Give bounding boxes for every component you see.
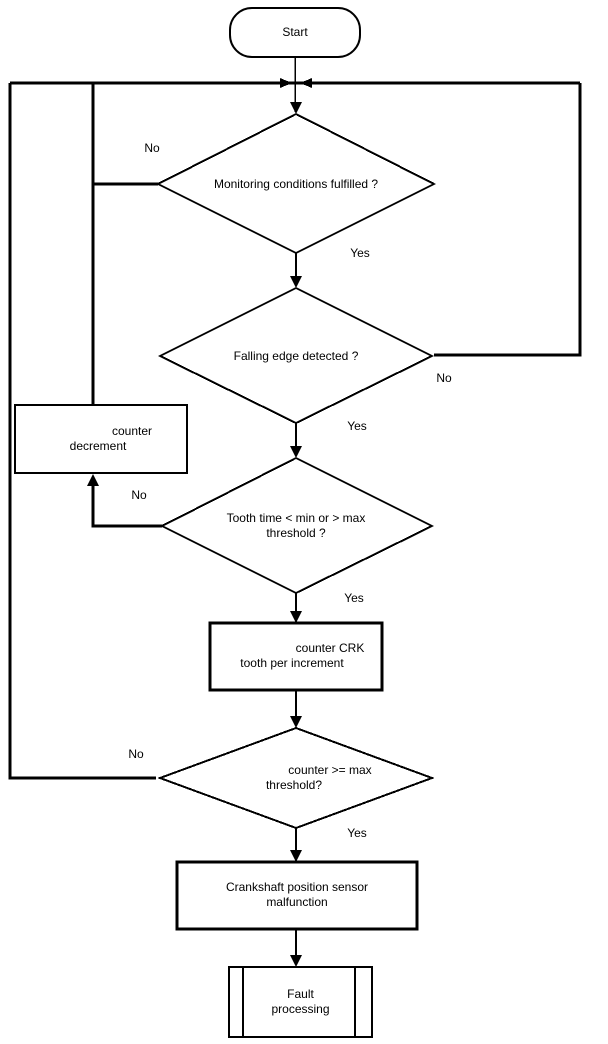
monitoring-conditions-text: Monitoring conditions fulfilled ? [213, 177, 379, 191]
arrowhead-into-fault-processing [290, 955, 302, 967]
tooth-time-line2: threshold ? [266, 526, 326, 540]
edge-counter-threshold-no-loop [8, 83, 156, 780]
arrowhead-into-counter-threshold [290, 716, 302, 728]
process-counter-decrement [14, 404, 188, 474]
predefined-process-fault [228, 966, 373, 1038]
arrowhead-junction-from-right [300, 78, 312, 88]
counter-decrement-line2: decrement [69, 439, 127, 453]
arrowhead-into-counter-decrement [87, 474, 99, 486]
decision-falling-edge [157, 286, 435, 425]
counter-crk-line1: counter CRK [295, 641, 365, 655]
terminator-start [229, 7, 361, 58]
fault-processing-line1: Fault [287, 987, 314, 1001]
monitoring-conditions-label: Monitoring conditions fulfilled ? [158, 177, 434, 192]
falling-edge-label: Falling edge detected ? [160, 349, 432, 364]
tooth-time-line1: Tooth time < min or > max [226, 511, 366, 525]
decision-monitoring-conditions [155, 112, 437, 255]
malfunction-line2: malfunction [266, 895, 328, 909]
tooth-time-no-label: No [131, 488, 147, 502]
counter-threshold-no-label: No [128, 747, 144, 761]
arrowheads [87, 78, 312, 967]
counter-crk-label: counter CRK tooth per increment [210, 641, 382, 671]
arrowhead-junction-from-left [280, 78, 292, 88]
counter-decrement-line1: counter [111, 424, 153, 438]
counter-threshold-yes-label: Yes [347, 826, 367, 840]
malfunction-label: Crankshaft position sensor malfunction [177, 880, 417, 910]
arrowhead-into-monitoring [290, 102, 302, 114]
arrowhead-into-tooth-time [290, 446, 302, 458]
monitoring-yes-label: Yes [350, 246, 370, 260]
falling-edge-no-label: No [436, 371, 452, 385]
edge-tooth-time-no [91, 477, 162, 528]
counter-crk-line2: tooth per increment [240, 656, 344, 670]
fault-processing-label: Fault processing [229, 987, 372, 1017]
fault-processing-line2: processing [271, 1002, 330, 1016]
edge-falling-edge-no-loop [434, 83, 582, 357]
process-malfunction [175, 860, 419, 931]
counter-threshold-line2: threshold? [265, 778, 323, 792]
monitoring-no-label: No [144, 141, 160, 155]
counter-threshold-line1: counter >= max [288, 763, 372, 777]
arrowhead-into-malfunction [290, 850, 302, 862]
counter-threshold-label: counter >= max threshold? [160, 763, 432, 793]
start-label: Start [282, 25, 308, 39]
arrowhead-into-falling-edge [290, 276, 302, 288]
falling-edge-yes-label: Yes [347, 419, 367, 433]
tooth-time-label: Tooth time < min or > max threshold ? [162, 511, 430, 541]
decision-counter-threshold [157, 726, 435, 830]
malfunction-line1: Crankshaft position sensor [225, 880, 369, 894]
tooth-time-yes-label: Yes [344, 591, 364, 605]
falling-edge-text: Falling edge detected ? [233, 349, 359, 363]
process-counter-crk [208, 621, 384, 692]
counter-decrement-label: counter decrement [15, 424, 187, 454]
decision-tooth-time [159, 456, 435, 595]
arrowhead-into-counter-crk [290, 611, 302, 623]
